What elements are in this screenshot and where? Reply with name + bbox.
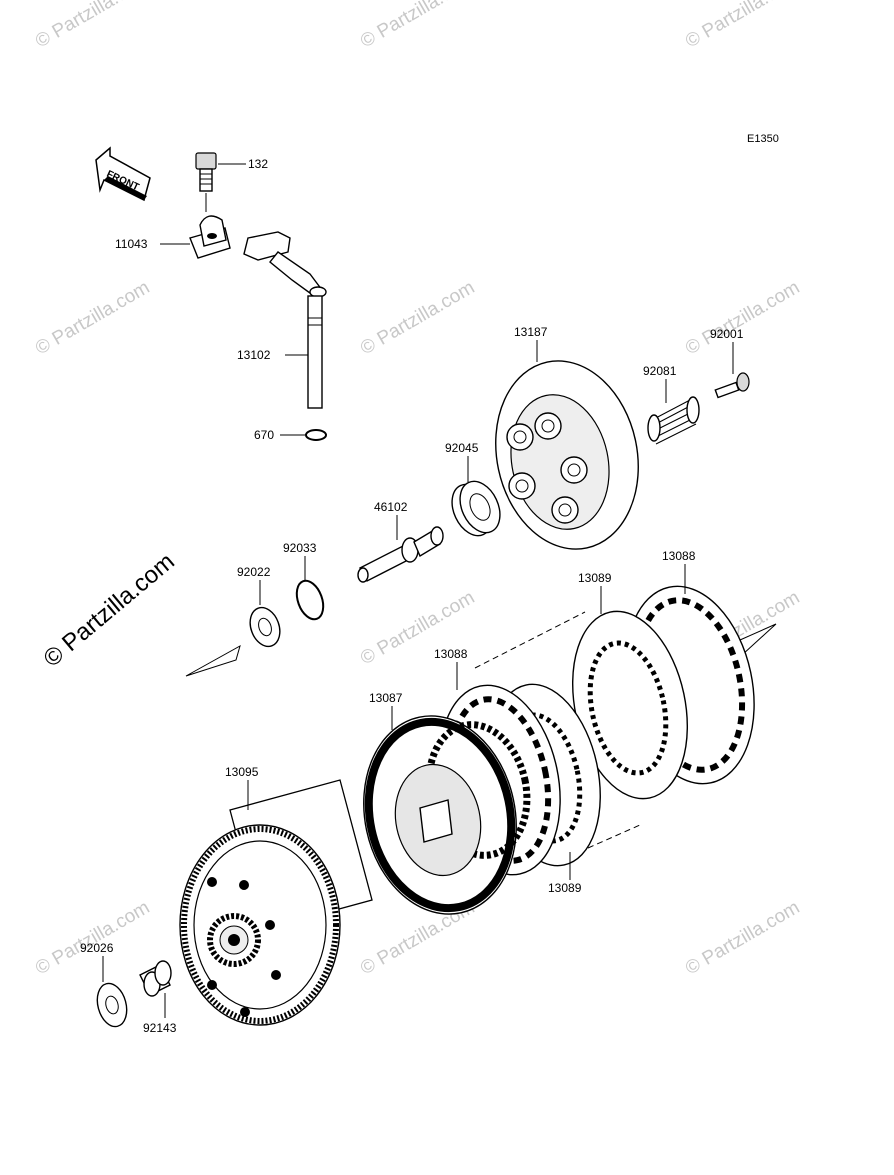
- watermark: © Partzilla.com: [357, 0, 478, 52]
- washer-92022: 92022: [237, 565, 281, 648]
- part-number: 92143: [143, 1021, 177, 1035]
- watermark: © Partzilla.com: [682, 0, 803, 52]
- part-number: 13187: [514, 325, 548, 339]
- part-number: 670: [254, 428, 274, 442]
- part-number: 13089: [578, 571, 612, 585]
- part-number: 92045: [445, 441, 479, 455]
- part-number: 92026: [80, 941, 114, 955]
- collar-92143: 92143: [139, 960, 177, 1035]
- bolt-92001: 92001: [710, 327, 750, 399]
- steel-plate-13089-upper: 13089: [571, 571, 689, 800]
- watermark: © Partzilla.com: [32, 897, 153, 979]
- washer-92026: 92026: [80, 941, 128, 1028]
- part-number: 92022: [237, 565, 271, 579]
- part-number: 92081: [643, 364, 677, 378]
- watermark: © Partzilla.com: [357, 277, 478, 359]
- assembly-axis-lines: [185, 611, 777, 849]
- part-number: 92033: [283, 541, 317, 555]
- spring-92081: 92081: [643, 364, 700, 445]
- part-number: 13088: [662, 549, 696, 563]
- circlip-92033: 92033: [283, 541, 325, 621]
- copyright-watermark: © Partzilla.com: [39, 548, 180, 673]
- part-number: 13102: [237, 348, 271, 362]
- pressure-plate-13187: 13187: [495, 325, 639, 550]
- bolt-132: 132: [195, 152, 268, 192]
- clutch-hub-13087: 13087: [363, 691, 531, 915]
- bearing-92045: 92045: [445, 441, 501, 537]
- lever-13102: 13102: [237, 231, 327, 409]
- part-number: 13088: [434, 647, 468, 661]
- part-number: 11043: [115, 237, 148, 251]
- watermark: © Partzilla.com: [32, 277, 153, 359]
- part-number: 46102: [374, 500, 408, 514]
- front-arrow-icon: FRONT: [95, 146, 151, 202]
- clamp-11043: 11043: [115, 193, 231, 259]
- watermark: © Partzilla.com: [682, 897, 803, 979]
- oring-670: 670: [254, 428, 327, 442]
- part-number: 13087: [369, 691, 403, 705]
- watermark: © Partzilla.com: [32, 0, 153, 52]
- part-number: 13089: [548, 881, 582, 895]
- part-number: 132: [248, 157, 268, 171]
- part-number: 13095: [225, 765, 259, 779]
- watermark: © Partzilla.com: [682, 277, 803, 359]
- pushrod-46102: 46102: [357, 500, 444, 583]
- diagram-code: E1350: [747, 133, 779, 145]
- part-number: 92001: [710, 327, 744, 341]
- clutch-housing-13095: 13095: [179, 765, 373, 1026]
